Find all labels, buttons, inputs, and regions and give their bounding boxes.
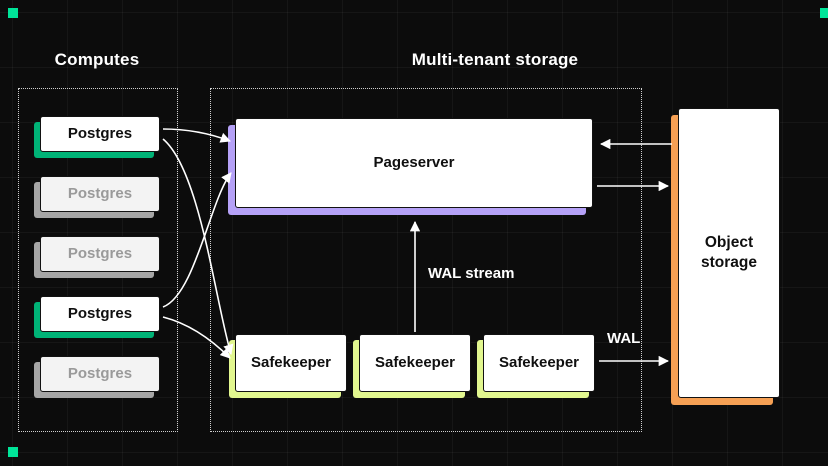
- safekeeper-node-1: Safekeeper: [229, 334, 347, 398]
- postgres-node-label: Postgres: [40, 176, 160, 212]
- safekeeper-node-3: Safekeeper: [477, 334, 595, 398]
- object-storage-node-label: Object storage: [678, 108, 780, 398]
- postgres-node-label: Postgres: [40, 356, 160, 392]
- postgres-node-3: Postgres: [34, 236, 160, 278]
- grid-accent-square: [8, 447, 18, 457]
- postgres-node-4: Postgres: [34, 296, 160, 338]
- postgres-node-2: Postgres: [34, 176, 160, 218]
- pageserver-node: Pageserver: [228, 118, 593, 215]
- storage-title: Multi-tenant storage: [411, 50, 579, 69]
- grid-accent-square: [8, 8, 18, 18]
- computes-title: Computes: [54, 50, 140, 69]
- pageserver-node-label: Pageserver: [235, 118, 593, 208]
- postgres-node-1: Postgres: [34, 116, 160, 158]
- safekeeper-node-2: Safekeeper: [353, 334, 471, 398]
- safekeeper-node-label: Safekeeper: [359, 334, 471, 392]
- safekeeper-node-label: Safekeeper: [483, 334, 595, 392]
- postgres-node-label: Postgres: [40, 296, 160, 332]
- grid-accent-square: [820, 8, 828, 18]
- postgres-node-label: Postgres: [40, 116, 160, 152]
- wal-stream-label: WAL stream: [428, 265, 515, 282]
- postgres-node-5: Postgres: [34, 356, 160, 398]
- wal-label: WAL: [607, 330, 641, 347]
- postgres-node-label: Postgres: [40, 236, 160, 272]
- object-storage-node: Object storage: [671, 108, 780, 405]
- safekeeper-node-label: Safekeeper: [235, 334, 347, 392]
